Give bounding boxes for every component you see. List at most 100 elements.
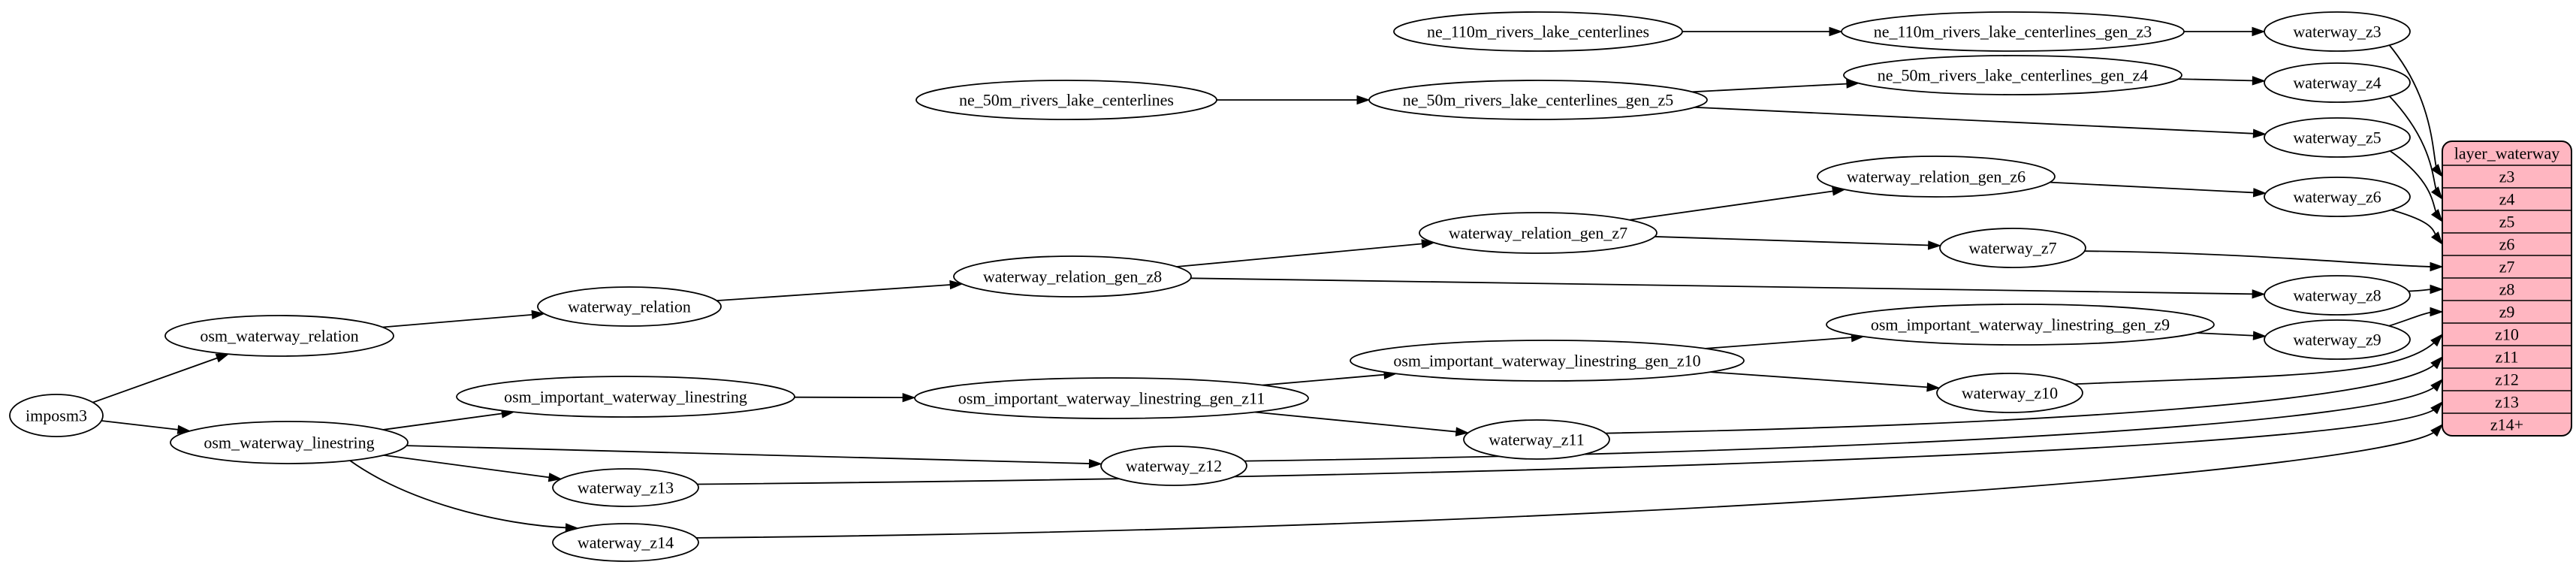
edge-osm-important-waterway-linestring-gen-z11--waterway-z11-arrowhead [1455,427,1470,437]
edge-waterway-relation--waterway-relation-gen-z8 [716,283,955,302]
node-label: waterway_z3 [2293,23,2381,41]
edge-waterway-relation-gen-z6--waterway-z6-arrowhead [2252,188,2267,198]
node-ellipse [2264,117,2411,158]
node-label: waterway_z8 [2293,286,2381,305]
node-ellipse [915,80,1217,120]
node-ellipse [456,376,795,418]
node-ellipse [552,468,699,507]
node-ne-50m-rivers-lake-centerlines: ne_50m_rivers_lake_centerlines [915,80,1217,120]
edge-waterway-z13--layer-waterway-z13-arrowhead [2430,400,2444,415]
node-waterway-relation-gen-z7: waterway_relation_gen_z7 [1419,212,1658,254]
node-ellipse [1841,11,2185,52]
node-label: waterway_z7 [1968,239,2056,258]
edge-imposm3--osm-waterway-relation-arrowhead [215,353,230,363]
table-title: layer_waterway [2454,144,2559,163]
node-ellipse [1393,11,1683,52]
node-label: waterway_z14 [578,533,674,552]
edge-waterway-relation-gen-z8--waterway-z8-arrowhead [2252,289,2266,299]
edge-waterway-z7--layer-waterway-z7 [2084,250,2436,267]
edge-waterway-relation-gen-z8--waterway-z8 [1190,277,2258,295]
edge-waterway-z11--layer-waterway-z11 [1605,361,2438,434]
node-ellipse [953,255,1192,298]
edge-waterway-z6--layer-waterway-z6 [2387,208,2439,239]
nodes-layer: imposm3osm_waterway_relationosm_waterway… [9,11,2411,562]
node-waterway-z7: waterway_z7 [1939,228,2086,268]
edge-waterway-relation--waterway-relation-gen-z8-arrowhead [949,279,964,290]
node-ellipse [1843,55,2182,95]
node-label: waterway_z11 [1489,431,1584,449]
node-imposm3: imposm3 [9,394,104,437]
edge-ne-50m-rivers-lake-centerlines-gen-z5--ne-50m-rivers-lake-centerlines-gen-z4 [1691,83,1852,93]
node-ellipse [1463,419,1610,460]
edge-waterway-z10--layer-waterway-z10 [2074,339,2438,385]
node-waterway-relation-gen-z6: waterway_relation_gen_z6 [1817,156,2056,198]
table-row-label: z4 [2499,190,2515,209]
table-row-z6: z6 [2499,235,2515,254]
node-waterway-z9: waterway_z9 [2264,319,2411,360]
table-row-label: z14+ [2490,415,2523,434]
edge-osm-waterway-linestring--osm-important-waterway-linestring [383,412,507,431]
node-waterway-z6: waterway_z6 [2264,177,2411,217]
node-ellipse [2264,319,2411,360]
edge-ne-110m-rivers-lake-centerlines-gen-z3--waterway-z3-arrowhead [2252,26,2266,37]
edge-ne-50m-rivers-lake-centerlines-gen-z5--waterway-z5 [1694,106,2258,134]
edge-waterway-z14--layer-waterway-z14- [696,429,2438,539]
table-row-label: z11 [2496,348,2519,367]
edge-waterway-z6--layer-waterway-z6-arrowhead [2430,231,2443,246]
node-ellipse [1939,228,2086,268]
node-label: ne_110m_rivers_lake_centerlines_gen_z3 [1874,23,2152,41]
table-row-z10: z10 [2495,325,2519,344]
edge-waterway-z9--layer-waterway-z9-arrowhead [2430,307,2444,317]
node-ellipse [2264,275,2411,316]
edge-waterway-z12--layer-waterway-z12-arrowhead [2430,378,2444,392]
edge-osm-waterway-linestring--waterway-z12 [406,445,1094,465]
edge-ne-110m-rivers-lake-centerlines--ne-110m-rivers-lake-centerlines-gen-z3-arrowhead [1829,26,1843,37]
node-label: ne_50m_rivers_lake_centerlines_gen_z5 [1403,91,1673,110]
edge-waterway-z7--layer-waterway-z7-arrowhead [2430,261,2444,272]
edge-waterway-z12--layer-waterway-z12 [1244,384,2438,462]
node-ellipse [2264,177,2411,217]
table-row-z7: z7 [2499,258,2515,276]
edge-waterway-relation-gen-z6--waterway-z6 [2050,181,2258,194]
node-ellipse [1350,340,1745,382]
node-label: waterway_relation_gen_z8 [983,267,1162,286]
edge-waterway-relation-gen-z7--waterway-z7-arrowhead [1927,240,1942,250]
edge-osm-waterway-linestring--waterway-z13-arrowhead [547,473,563,482]
node-ne-110m-rivers-lake-centerlines: ne_110m_rivers_lake_centerlines [1393,11,1683,52]
edges-layer [92,26,2444,539]
node-ellipse [2264,11,2411,52]
node-label: ne_50m_rivers_lake_centerlines [959,91,1174,110]
edge-waterway-z10--layer-waterway-z10-arrowhead [2430,333,2444,347]
node-osm-important-waterway-linestring-gen-z10: osm_important_waterway_linestring_gen_z1… [1350,340,1745,382]
node-label: waterway_z9 [2293,331,2381,349]
table-row-z8: z8 [2499,280,2515,299]
node-waterway-z5: waterway_z5 [2264,117,2411,158]
node-label: osm_important_waterway_linestring_gen_z1… [958,389,1265,408]
node-waterway-z14: waterway_z14 [552,523,699,562]
table-row-z5: z5 [2499,213,2515,231]
edge-osm-waterway-relation--waterway-relation-arrowhead [531,310,545,320]
table-row-label: z7 [2499,258,2515,276]
edge-waterway-z3--layer-waterway-z3-arrowhead [2430,164,2443,178]
edge-ne-50m-rivers-lake-centerlines-gen-z5--waterway-z5-arrowhead [2252,128,2267,138]
node-waterway-z3: waterway_z3 [2264,11,2411,52]
node-ellipse [1936,373,2083,413]
node-label: osm_important_waterway_linestring [504,388,747,406]
table-row-label: z13 [2495,393,2519,412]
node-ellipse [914,377,1309,419]
node-waterway-relation-gen-z8: waterway_relation_gen_z8 [953,255,1192,298]
table-row-z3: z3 [2499,168,2515,186]
edge-imposm3--osm-waterway-linestring [101,420,183,431]
node-ellipse [1368,80,1708,120]
edge-ne-50m-rivers-lake-centerlines-gen-z4--waterway-z4 [2178,78,2258,82]
node-ellipse [2264,62,2411,103]
layer-waterway-table: layer_waterwayz3z4z5z6z7z8z9z10z11z12z13… [2442,140,2572,437]
table-row-label: z9 [2499,303,2515,322]
edge-osm-important-waterway-linestring-gen-z10--waterway-z10 [1709,371,1932,388]
node-waterway-z11: waterway_z11 [1463,419,1610,460]
node-ellipse [1817,156,2056,198]
edge-osm-waterway-linestring--waterway-z12-arrowhead [1088,458,1103,469]
edge-waterway-z8--layer-waterway-z8-arrowhead [2430,284,2444,295]
node-ne-110m-rivers-lake-centerlines-gen-z3: ne_110m_rivers_lake_centerlines_gen_z3 [1841,11,2185,52]
